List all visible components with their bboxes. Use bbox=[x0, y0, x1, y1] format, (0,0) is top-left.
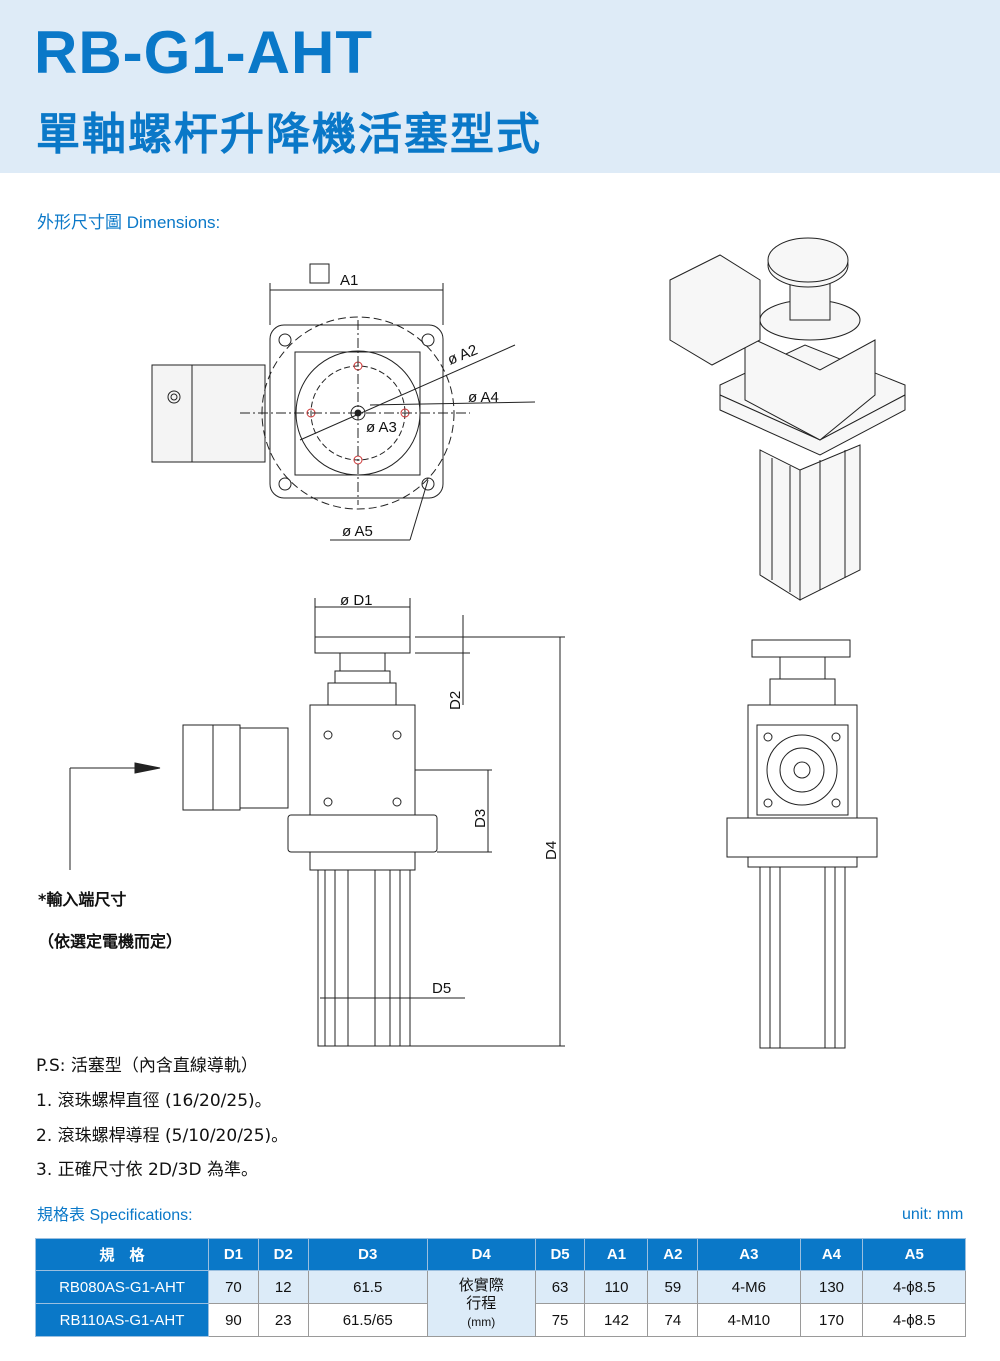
cell-d3: 61.5/65 bbox=[307, 1303, 428, 1337]
cell-a2: 74 bbox=[647, 1303, 699, 1337]
top-view-drawing: A1 ø A2 ø A4 ø A3 ø A5 bbox=[151, 263, 536, 541]
label-a4: ø A4 bbox=[468, 389, 499, 406]
unit-label: unit: mm bbox=[902, 1206, 964, 1223]
cell-a2: 59 bbox=[647, 1270, 699, 1304]
col-d2: D2 bbox=[257, 1238, 309, 1271]
spec-heading: 規格表 Specifications: bbox=[37, 1207, 193, 1224]
spec-table: 規 格 D1 D2 D3 D4 D5 A1 A2 A3 A4 A5 RB080A… bbox=[35, 1238, 966, 1337]
cell-a5: 4-ϕ8.5 bbox=[862, 1270, 966, 1304]
col-a2: A2 bbox=[647, 1238, 699, 1271]
front-view-drawing: ø D1 D2 D3 D4 D5 bbox=[69, 592, 565, 1047]
isometric-view-drawing bbox=[669, 237, 906, 601]
label-d2: D2 bbox=[447, 691, 464, 710]
cell-d2: 23 bbox=[257, 1303, 309, 1337]
cell-d3: 61.5 bbox=[307, 1270, 428, 1304]
note-ps: P.S: 活塞型（內含直線導軌） bbox=[36, 1056, 258, 1076]
header-banner bbox=[0, 0, 1000, 173]
side-view-drawing bbox=[726, 639, 878, 1049]
cell-a5: 4-ϕ8.5 bbox=[862, 1303, 966, 1337]
input-dimension-note: *輸入端尺寸 bbox=[38, 890, 127, 909]
table-header-row: 規 格 D1 D2 D3 D4 D5 A1 A2 A3 A4 A5 bbox=[35, 1238, 966, 1271]
d4-line2: 行程 bbox=[466, 1294, 497, 1312]
label-d1: ø D1 bbox=[340, 592, 373, 609]
col-d4: D4 bbox=[426, 1238, 536, 1271]
cell-d5: 63 bbox=[534, 1270, 586, 1304]
cell-a1: 142 bbox=[584, 1303, 649, 1337]
col-a3: A3 bbox=[697, 1238, 801, 1271]
product-title: 單軸螺杆升降機活塞型式 bbox=[36, 109, 542, 160]
dimensions-heading: 外形尺寸圖 Dimensions: bbox=[37, 213, 221, 232]
d4-line3: (mm) bbox=[467, 1314, 496, 1329]
label-a3: ø A3 bbox=[366, 419, 397, 436]
cell-a4: 130 bbox=[799, 1270, 864, 1304]
cell-d5: 75 bbox=[534, 1303, 586, 1337]
cell-a3: 4-M10 bbox=[697, 1303, 801, 1337]
label-a1: A1 bbox=[340, 272, 358, 289]
label-d4: D4 bbox=[543, 841, 560, 860]
cell-model: RB110AS-G1-AHT bbox=[35, 1303, 209, 1337]
label-a2: ø A2 bbox=[445, 341, 480, 368]
d4-line1: 依實際 bbox=[458, 1276, 504, 1294]
col-d1: D1 bbox=[208, 1238, 259, 1271]
cell-d1: 70 bbox=[208, 1270, 259, 1304]
cell-d1: 90 bbox=[208, 1303, 259, 1337]
col-a4: A4 bbox=[799, 1238, 864, 1271]
cell-d2: 12 bbox=[257, 1270, 309, 1304]
cell-model: RB080AS-G1-AHT bbox=[35, 1270, 209, 1304]
col-model: 規 格 bbox=[35, 1238, 209, 1271]
note-3: 3. 正確尺寸依 2D/3D 為準。 bbox=[36, 1160, 258, 1180]
table-row: RB080AS-G1-AHT 70 12 61.5 依實際行程 (mm) 63 1… bbox=[35, 1270, 966, 1337]
col-a1: A1 bbox=[584, 1238, 649, 1271]
cell-a1: 110 bbox=[584, 1270, 649, 1304]
note-1: 1. 滾珠螺桿直徑 (16/20/25)。 bbox=[36, 1091, 272, 1111]
label-d3: D3 bbox=[472, 809, 489, 828]
col-d3: D3 bbox=[307, 1238, 428, 1271]
note-2: 2. 滾珠螺桿導程 (5/10/20/25)。 bbox=[36, 1126, 289, 1146]
table-row: RB110AS-G1-AHT 90 23 61.5/65 75 142 74 4… bbox=[35, 1303, 966, 1337]
label-a5: ø A5 bbox=[342, 523, 373, 540]
cell-a4: 170 bbox=[799, 1303, 864, 1337]
col-a5: A5 bbox=[862, 1238, 966, 1271]
cell-d4-merged: 依實際行程 (mm) bbox=[426, 1270, 536, 1337]
input-dimension-subnote: （依選定電機而定） bbox=[38, 932, 183, 951]
cell-a3: 4-M6 bbox=[697, 1270, 801, 1304]
model-title: RB-G1-AHT bbox=[34, 19, 373, 86]
col-d5: D5 bbox=[534, 1238, 586, 1271]
label-d5: D5 bbox=[432, 980, 451, 997]
